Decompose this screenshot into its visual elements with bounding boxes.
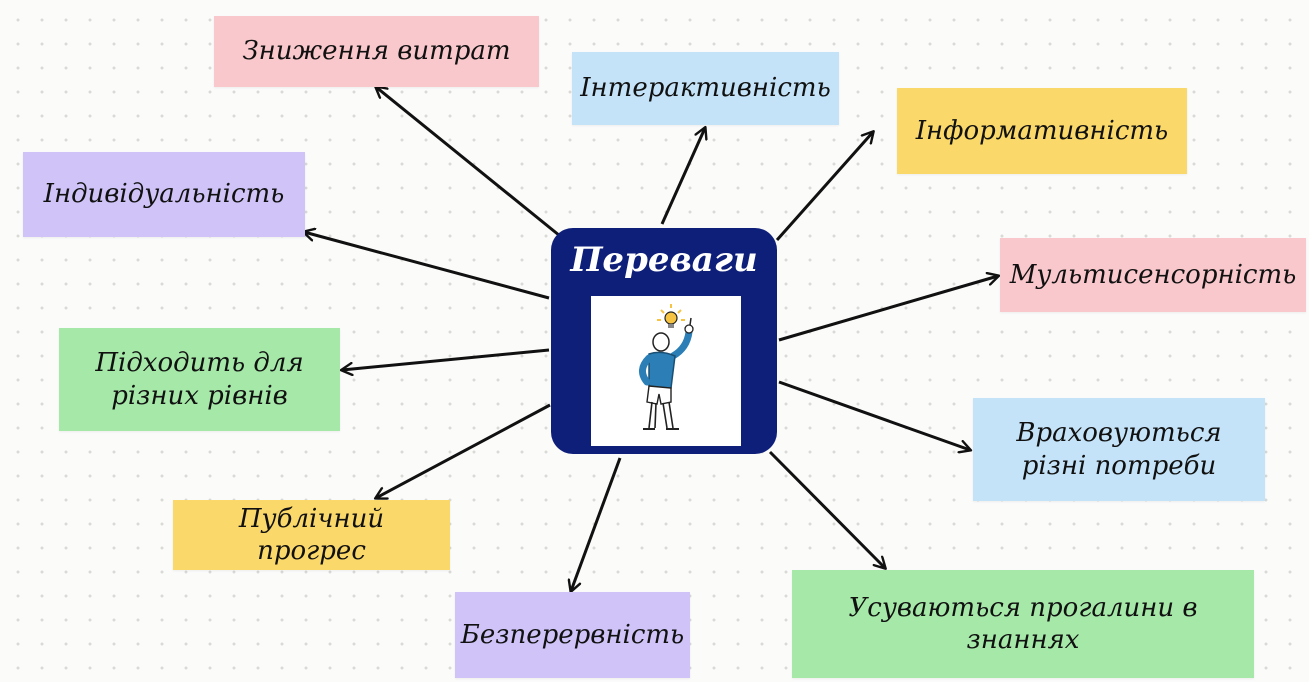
node-informative: Інформативність: [897, 88, 1187, 174]
node-cost: Зниження витрат: [214, 16, 539, 87]
arrow-to-levels: [342, 348, 550, 370]
node-continuity: Безперервність: [455, 592, 690, 678]
arrow-to-needs: [778, 380, 970, 450]
arrow-to-interactive: [660, 128, 705, 225]
arrow-to-individual: [304, 232, 550, 300]
node-multisensory: Мультисенсорність: [1000, 238, 1306, 312]
arrow-to-cost: [376, 87, 566, 242]
node-needs: Враховуються різні потреби: [973, 398, 1265, 501]
idea-person-icon: [639, 304, 694, 430]
arrow-to-continuity: [571, 457, 622, 591]
arrow-to-informative: [775, 132, 873, 241]
center-title: Переваги: [570, 240, 758, 280]
arrow-to-gaps: [768, 450, 885, 568]
node-gaps: Усуваються прогалини в знаннях: [792, 570, 1254, 678]
arrow-to-progress: [376, 403, 551, 498]
node-progress: Публічний прогрес: [173, 500, 450, 570]
node-levels: Підходить для різних рівнів: [59, 328, 340, 431]
node-individual: Індивідуальність: [23, 152, 305, 237]
center-node: Переваги: [551, 228, 777, 454]
arrow-to-multisensory: [778, 276, 998, 342]
center-illustration: [591, 296, 741, 446]
node-interactive: Інтерактивність: [572, 52, 839, 125]
